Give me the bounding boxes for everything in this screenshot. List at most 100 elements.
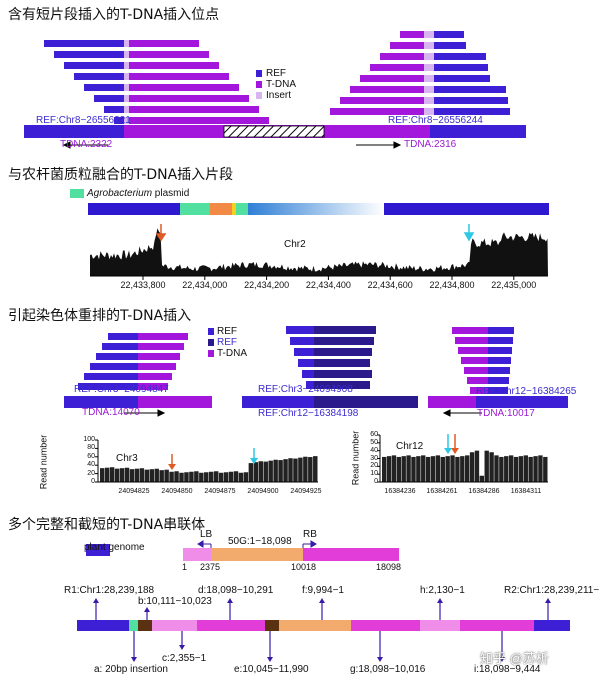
read-ref	[306, 381, 314, 389]
red-arrow-chr2	[155, 224, 167, 242]
label-h: h:2,130−1	[420, 585, 465, 596]
chr2-tick-label: 22,434,600	[367, 280, 413, 290]
chr12-ytick: 30	[370, 454, 378, 462]
chr12-cyan-arrow	[444, 434, 452, 454]
coverage-bar	[114, 468, 120, 482]
read-ref	[434, 31, 464, 38]
read-ref	[488, 387, 508, 394]
chr2-label: Chr2	[284, 239, 306, 250]
coverage-bar	[440, 456, 445, 482]
read-ref	[434, 108, 510, 115]
coverage-bar	[194, 471, 199, 482]
legend3-ref-swatch	[208, 328, 214, 335]
coverage-bar	[391, 455, 397, 482]
read-ref	[434, 97, 508, 104]
read-refdark	[314, 337, 374, 345]
read-tdna	[470, 387, 488, 394]
read-ref	[64, 62, 124, 69]
read-tdna	[464, 367, 488, 374]
read-insert	[124, 84, 129, 91]
coverage-bar	[263, 461, 268, 482]
read-tdna	[138, 373, 172, 380]
ref-bar-left	[24, 125, 124, 138]
plasmid-legend-swatch	[70, 189, 84, 198]
read-insert	[424, 64, 434, 71]
left-ref-label: REF:Chr8−26556221	[36, 115, 131, 126]
chr2-coverage	[90, 228, 548, 276]
coverage-bar	[258, 461, 263, 482]
read-tdna	[138, 353, 180, 360]
coverage-bar	[386, 456, 392, 482]
s3b-ref-bottom-label: REF:Chr12−16384198	[258, 408, 359, 419]
coverage-bar	[253, 462, 259, 482]
coverage-bar	[308, 457, 313, 482]
read-tdna	[129, 40, 199, 47]
vector-num-10018: 10018	[291, 562, 317, 572]
label-a: a: 20bp insertion	[94, 664, 168, 675]
chr3-xtick: 24094900	[247, 488, 279, 495]
coverage-bar	[401, 456, 406, 482]
bar3c-tdna	[428, 396, 476, 408]
read-ref	[488, 377, 509, 384]
coverage-bar	[109, 467, 115, 482]
chr12-ytick: 60	[370, 431, 378, 438]
coverage-bar	[243, 472, 249, 482]
pin-i	[499, 631, 505, 662]
vector-label: 50G:1−18,098	[228, 536, 292, 547]
coverage-bar	[159, 470, 164, 482]
s3a-tdna-label: TDNA:14070	[82, 407, 140, 418]
label-i: i:18,098−9,444	[474, 664, 541, 675]
pin-r1	[93, 598, 99, 620]
right-ref-label: REF:Chr8−26556244	[388, 115, 483, 126]
plasmid-diagram	[70, 189, 549, 280]
rb-label: RB	[303, 529, 317, 540]
chr3-label: Chr3	[116, 453, 138, 464]
coverage-bar	[499, 456, 504, 482]
legend3-tdna-swatch	[208, 350, 214, 357]
read-insert	[424, 31, 434, 38]
read-insert	[424, 42, 434, 49]
read-ref	[102, 343, 138, 350]
pin-c	[179, 631, 185, 650]
bar3a-tdna	[138, 396, 212, 408]
read-ref	[488, 347, 512, 354]
chr12-xtick: 16384236	[384, 488, 416, 495]
chr12-ytick: 40	[370, 446, 378, 454]
chr12-xtick: 16384261	[426, 488, 458, 495]
coverage-bar	[508, 455, 514, 482]
coverage-bar	[430, 456, 436, 482]
label-g: g:18,098−10,016	[350, 664, 426, 675]
pin-a	[131, 631, 137, 662]
coverage-bar	[513, 456, 519, 482]
legend3-ref-label: REF	[217, 326, 237, 337]
pin-b	[144, 607, 150, 620]
read-refdark	[314, 326, 376, 334]
chr12-ytick: 20	[370, 462, 378, 470]
read-insert	[424, 97, 434, 104]
vector-pink-left	[183, 548, 211, 561]
read-ref	[434, 75, 490, 82]
coverage-bar	[288, 458, 293, 482]
coverage-bar	[129, 469, 135, 482]
read-tdna	[129, 117, 269, 124]
chr12-xtick: 16384311	[510, 488, 542, 495]
chr3-ytick: 0	[91, 478, 95, 485]
coverage-bar	[273, 459, 278, 482]
read-tdna	[400, 31, 424, 38]
read-ref	[74, 73, 124, 80]
read-insert	[124, 95, 129, 102]
chr3-cyan-arrow	[250, 448, 258, 464]
vector-num-18098: 18098	[376, 562, 402, 572]
coverage-bar	[179, 472, 184, 482]
coverage-bar	[484, 450, 489, 482]
read-insert	[424, 75, 434, 82]
chr3-ytick: 100	[83, 436, 95, 443]
coverage-bar	[411, 456, 416, 482]
chr2-tick-label: 22,434,800	[429, 280, 475, 290]
read-ref	[286, 326, 314, 334]
read-tdna	[360, 75, 424, 82]
pin-g	[377, 631, 383, 662]
section-3-title: 引起染色体重排的T-DNA插入	[8, 308, 192, 324]
section-1-title: 含有短片段插入的T-DNA插入位点	[8, 7, 220, 23]
